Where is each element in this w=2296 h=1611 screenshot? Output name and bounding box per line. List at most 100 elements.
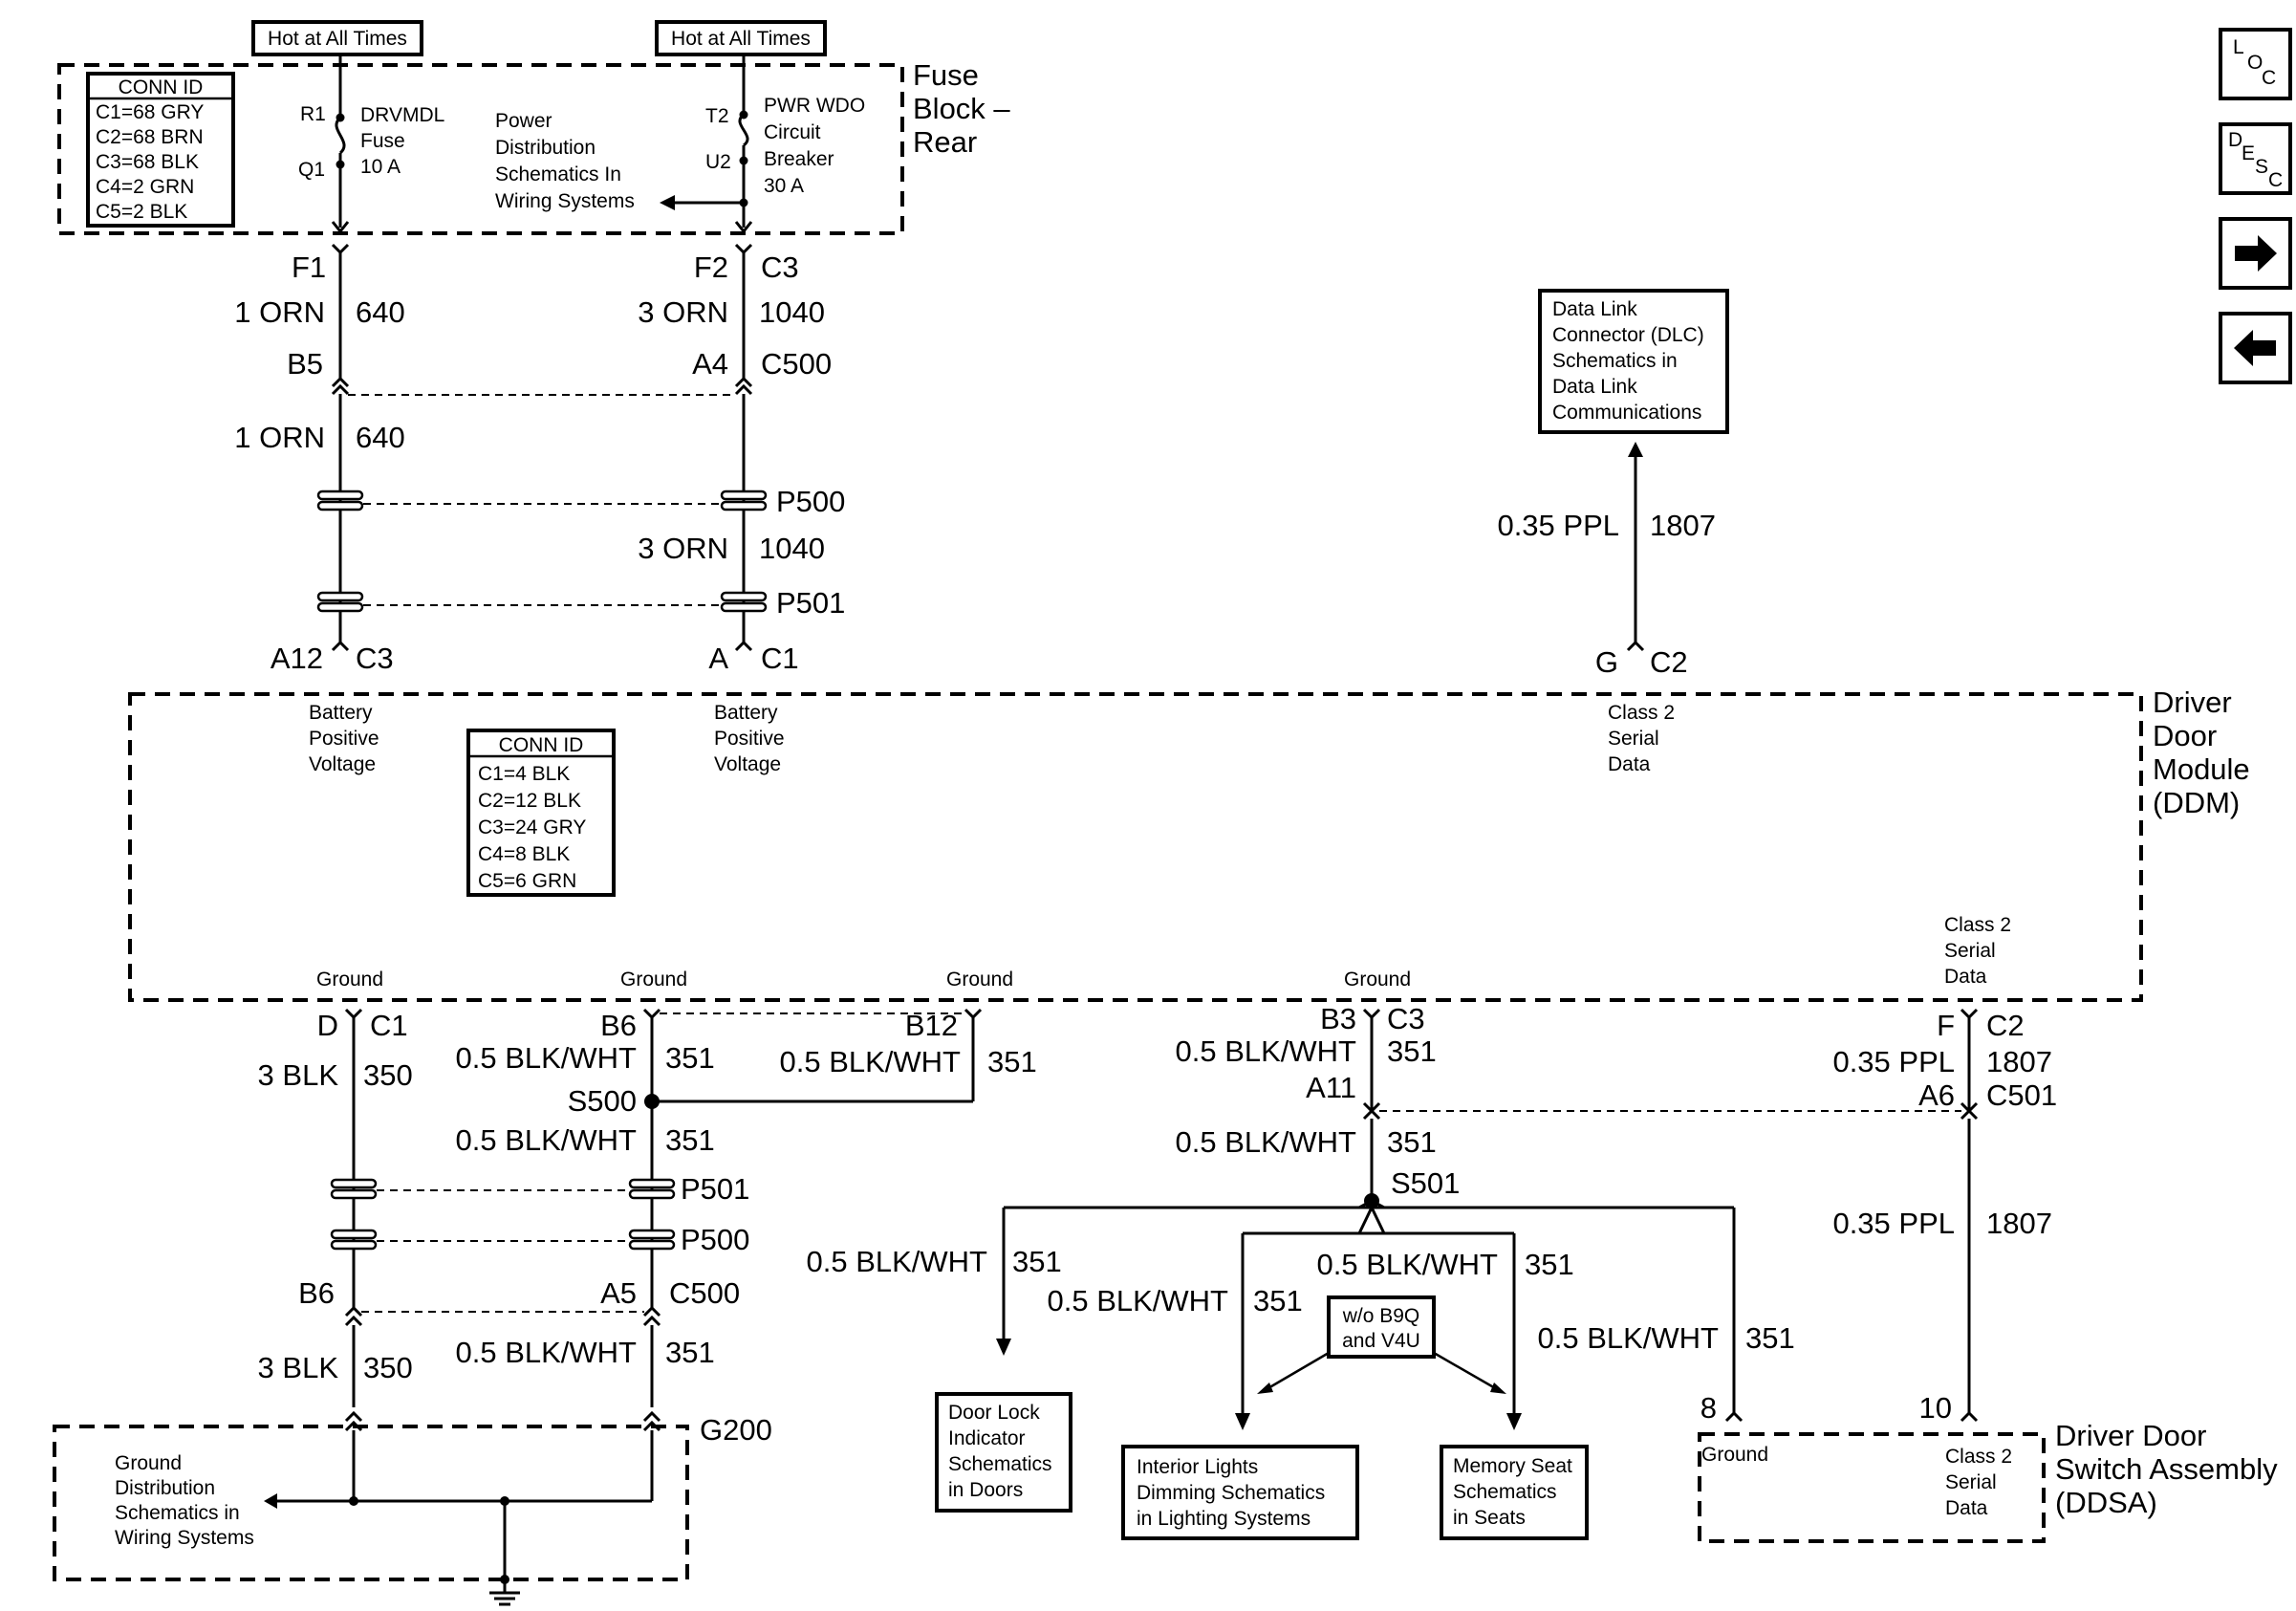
svg-text:Schematics in: Schematics in xyxy=(1552,350,1678,372)
p500-connector-left xyxy=(316,490,364,512)
wire-1807-ddsa-b-circuit: 1807 xyxy=(1986,1207,2052,1240)
svg-text:Module: Module xyxy=(2153,752,2250,786)
svg-text:and V4U: and V4U xyxy=(1342,1330,1420,1352)
wire-1807-ddsa-a-size: 0.35 PPL xyxy=(1832,1045,1955,1078)
p501-connector-left xyxy=(316,591,364,613)
conn-f1: F1 xyxy=(292,250,326,284)
ground-distribution-ref: Ground Distribution Schematics in Wiring… xyxy=(115,1452,254,1549)
circuit-1040-wire xyxy=(734,243,753,652)
svg-text:S: S xyxy=(2255,156,2268,178)
fuse-symbol xyxy=(335,116,346,155)
breaker-pin-t2: T2 xyxy=(705,105,729,127)
conn-c3-fuseblock: C3 xyxy=(761,250,799,284)
p500-connector-ground-right xyxy=(628,1229,676,1251)
wire-640-b-circuit: 640 xyxy=(356,421,405,454)
svg-text:C2=12 BLK: C2=12 BLK xyxy=(478,790,581,812)
p501-connector-right xyxy=(720,591,768,613)
hot-at-all-times-right: Hot at All Times xyxy=(655,20,827,56)
svg-text:C2=68 BRN: C2=68 BRN xyxy=(96,126,204,148)
splice-s501-label: S501 xyxy=(1391,1166,1460,1200)
svg-text:C3=68 BLK: C3=68 BLK xyxy=(96,151,199,173)
next-button[interactable] xyxy=(2219,217,2292,290)
desc-button[interactable]: D E S C xyxy=(2219,122,2292,195)
svg-text:Wiring Systems: Wiring Systems xyxy=(495,190,635,212)
power-distribution-ref: Power Distribution Schematics In Wiring … xyxy=(495,110,635,212)
wire-1807-ddsa-b-size: 0.35 PPL xyxy=(1832,1207,1955,1240)
wire-351-b3-b-circuit: 351 xyxy=(1387,1125,1437,1159)
wire-351-b6-a-size: 0.5 BLK/WHT xyxy=(456,1041,638,1075)
prev-button[interactable] xyxy=(2219,312,2292,384)
conn-a4: A4 xyxy=(692,347,728,381)
breaker-pin-u2: U2 xyxy=(705,151,731,173)
g200-ground-outline xyxy=(53,1425,689,1581)
p500-connector-right xyxy=(720,490,768,512)
svg-text:Circuit: Circuit xyxy=(764,121,821,143)
svg-text:L: L xyxy=(2233,36,2244,58)
svg-text:Switch Assembly: Switch Assembly xyxy=(2055,1452,2278,1486)
conn-f2: F2 xyxy=(694,250,728,284)
fuse-block-rear-outline xyxy=(57,63,904,235)
svg-text:in Lighting Systems: in Lighting Systems xyxy=(1137,1508,1310,1530)
arrow-left-icon xyxy=(2234,330,2276,366)
circuit-1807-ddsa-wire xyxy=(1960,1008,1979,1423)
wire-351-b6-c-circuit: 351 xyxy=(665,1336,715,1369)
svg-text:C: C xyxy=(2262,67,2276,89)
svg-text:DRVMDL: DRVMDL xyxy=(360,104,444,126)
wire-351-b6-b-size: 0.5 BLK/WHT xyxy=(456,1123,638,1157)
circuit-351-b3-wire xyxy=(1362,1008,1381,1201)
wire-640-a-circuit: 640 xyxy=(356,295,405,329)
wire-1807-ddsa-a-circuit: 1807 xyxy=(1986,1045,2052,1078)
conn-b12: B12 xyxy=(905,1009,958,1042)
g200-label: G200 xyxy=(700,1413,772,1447)
ddsa-pin-8: 8 xyxy=(1700,1391,1717,1425)
ddm-conn-id-table: CONN ID C1=4 BLK C2=12 BLK C3=24 GRY C4=… xyxy=(466,729,616,897)
svg-text:Power: Power xyxy=(495,110,552,132)
svg-text:Door: Door xyxy=(2153,719,2217,752)
drvmdl-fuse-label: DRVMDL Fuse 10 A xyxy=(360,104,444,178)
svg-text:O: O xyxy=(2247,52,2263,74)
svg-text:Serial: Serial xyxy=(1608,728,1659,750)
svg-text:Positive: Positive xyxy=(714,728,785,750)
svg-text:Distribution: Distribution xyxy=(495,137,596,159)
wire-1040-a-size: 3 ORN xyxy=(638,295,728,329)
arrow-to-power-distribution xyxy=(660,195,675,210)
p500-connector-ground-left xyxy=(330,1229,378,1251)
circuit-640-wire xyxy=(331,243,350,652)
svg-text:Fuse: Fuse xyxy=(360,130,405,152)
wire-350-a-size: 3 BLK xyxy=(258,1058,339,1092)
p501-connector-ground-right xyxy=(628,1178,676,1200)
svg-text:Schematics: Schematics xyxy=(1453,1481,1557,1503)
chassis-ground-icon xyxy=(489,1582,520,1606)
svg-text:CONN ID: CONN ID xyxy=(119,76,204,98)
svg-text:Breaker: Breaker xyxy=(764,148,834,170)
interior-lights-box: Interior Lights Dimming Schematics in Li… xyxy=(1121,1445,1359,1540)
svg-text:in Doors: in Doors xyxy=(948,1479,1023,1501)
circuit-breaker-symbol xyxy=(738,113,749,147)
ddm-class2-top: Class 2 Serial Data xyxy=(1608,702,1675,775)
wire-351-branch1-circuit: 351 xyxy=(1012,1245,1062,1278)
wire-351-branch3-size: 0.5 BLK/WHT xyxy=(1317,1248,1499,1281)
svg-text:Interior Lights: Interior Lights xyxy=(1137,1456,1258,1478)
ddm-ground-3: Ground xyxy=(946,969,1013,991)
fuse-pin-r1: R1 xyxy=(300,103,326,125)
p501-connector-ground-left xyxy=(330,1178,378,1200)
ddsa-title: Driver Door Switch Assembly (DDSA) xyxy=(2055,1419,2278,1519)
conn-b6-upper: B6 xyxy=(600,1009,637,1042)
conn-p500-bottom: P500 xyxy=(681,1223,749,1256)
ddm-ground-1: Ground xyxy=(316,969,383,991)
svg-text:Data Link: Data Link xyxy=(1552,298,1637,320)
s501-branches xyxy=(996,1199,1744,1430)
memory-seat-box: Memory Seat Schematics in Seats xyxy=(1440,1445,1589,1540)
svg-text:Class 2: Class 2 xyxy=(1945,1446,2012,1468)
svg-text:Data Link: Data Link xyxy=(1552,376,1637,398)
svg-text:Voltage: Voltage xyxy=(309,753,376,775)
svg-text:(DDSA): (DDSA) xyxy=(2055,1486,2157,1519)
ddm-class2-bottom: Class 2 Serial Data xyxy=(1944,914,2011,988)
wire-640-a-size: 1 ORN xyxy=(234,295,325,329)
conn-f: F xyxy=(1937,1009,1955,1042)
svg-text:Schematics In: Schematics In xyxy=(495,163,621,185)
svg-text:Block –: Block – xyxy=(913,92,1010,125)
svg-text:PWR WDO: PWR WDO xyxy=(764,95,865,117)
loc-button[interactable]: L O C xyxy=(2219,28,2292,100)
